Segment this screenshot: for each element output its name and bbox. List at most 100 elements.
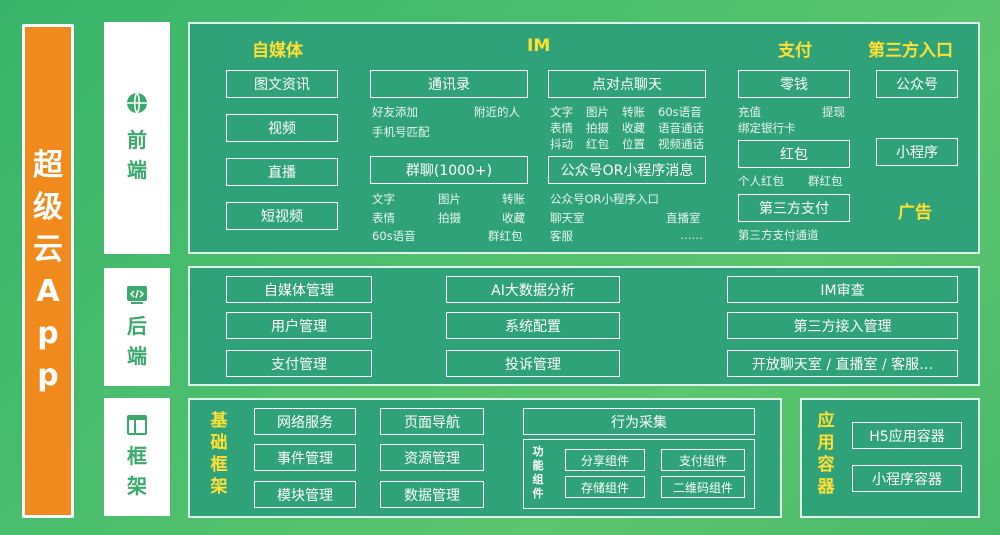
backend-item: IM审查 — [727, 276, 958, 303]
behavior-collection-box: 行为采集 — [523, 408, 755, 435]
heading-char: 用 — [817, 433, 835, 453]
im-sub: 60s语音 — [658, 105, 702, 119]
media-item-live: 直播 — [226, 158, 338, 186]
globe-icon — [127, 92, 147, 114]
media-item-video: 视频 — [226, 114, 338, 142]
banner-char: p — [37, 358, 59, 393]
framework-item: 模块管理 — [254, 481, 356, 508]
pay-sub: 第三方支付通道 — [738, 228, 819, 242]
app-title-banner: 超 级 云 A p p — [22, 24, 74, 518]
layer-label-framework: 框 架 — [104, 398, 170, 516]
heading-char: 础 — [210, 433, 228, 453]
ad-heading: 广告 — [898, 203, 932, 223]
framework-item: 数据管理 — [380, 481, 484, 508]
im-sub: 文字 — [550, 105, 573, 119]
function-components-group — [523, 439, 755, 509]
im-sub: 视频通话 — [658, 137, 704, 151]
im-heading: IM — [527, 36, 551, 56]
im-sub: 表情 — [372, 211, 395, 225]
layer-char: 后 — [127, 314, 147, 338]
label-char: 功 — [532, 445, 544, 458]
backend-item: 第三方接入管理 — [727, 312, 958, 339]
framework-item: 事件管理 — [254, 444, 356, 471]
layout-icon — [127, 415, 147, 435]
banner-char: 超 — [33, 148, 63, 183]
im-sub: 拍摄 — [438, 211, 461, 225]
backend-item: 开放聊天室 / 直播室 / 客服… — [727, 350, 958, 377]
component-pay: 支付组件 — [661, 449, 745, 471]
base-framework-heading: 基 础 框 架 — [207, 410, 231, 498]
framework-item: 网络服务 — [254, 408, 356, 435]
backend-item: 系统配置 — [446, 312, 620, 339]
layer-char: 前 — [127, 128, 147, 152]
im-sub: 聊天室 — [550, 211, 585, 225]
im-sub: 好友添加 — [372, 105, 418, 119]
frontend-panel — [188, 22, 980, 254]
layer-char: 框 — [127, 444, 147, 468]
pay-sub: 个人红包 — [738, 174, 784, 188]
im-sub: 文字 — [372, 192, 395, 206]
pay-sub: 绑定银行卡 — [738, 121, 796, 135]
pay-heading: 支付 — [778, 41, 812, 61]
layer-char: 端 — [127, 344, 147, 368]
media-item-short-video: 短视频 — [226, 202, 338, 230]
heading-char: 基 — [210, 411, 228, 431]
pay-sub: 充值 — [738, 105, 761, 119]
pay-redpacket-box: 红包 — [738, 140, 850, 168]
layer-char: 端 — [127, 158, 147, 182]
im-sub: 直播室 — [666, 211, 701, 225]
im-sub: 图片 — [586, 105, 609, 119]
app-container-panel — [800, 398, 980, 518]
third-mini-program: 小程序 — [876, 138, 958, 166]
media-item-articles: 图文资讯 — [226, 70, 338, 98]
h5-container-box: H5应用容器 — [852, 422, 962, 449]
heading-char: 应 — [817, 411, 835, 431]
layer-label-backend: 后 端 — [104, 268, 170, 386]
pay-sub: 群红包 — [808, 174, 843, 188]
im-sub: …… — [680, 228, 703, 242]
mini-program-container-box: 小程序容器 — [852, 465, 962, 492]
base-framework-panel — [188, 398, 782, 518]
heading-char: 架 — [210, 477, 228, 497]
heading-char: 容 — [817, 455, 835, 475]
backend-item: 投诉管理 — [446, 350, 620, 377]
banner-char: 级 — [33, 190, 63, 225]
third-heading: 第三方入口 — [868, 41, 953, 61]
im-sub: 公众号OR小程序入口 — [550, 192, 660, 206]
component-storage: 存储组件 — [565, 476, 645, 498]
im-sub: 语音通话 — [658, 121, 704, 135]
label-char: 组 — [532, 473, 544, 486]
label-char: 能 — [532, 459, 544, 472]
im-sub: 表情 — [550, 121, 573, 135]
heading-char: 器 — [817, 477, 835, 497]
app-container-heading: 应 用 容 器 — [814, 410, 838, 498]
third-official-account: 公众号 — [876, 70, 958, 98]
banner-char: p — [37, 316, 59, 351]
layer-label-frontend: 前 端 — [104, 22, 170, 254]
pay-third-box: 第三方支付 — [738, 194, 850, 222]
im-sub: 图片 — [438, 192, 461, 206]
im-sub: 抖动 — [550, 137, 573, 151]
banner-char: A — [36, 274, 60, 309]
im-sub: 附近的人 — [474, 105, 520, 119]
backend-item: 支付管理 — [226, 350, 372, 377]
banner-char: 云 — [33, 232, 63, 267]
code-icon — [127, 286, 147, 304]
label-char: 件 — [532, 487, 544, 500]
framework-item: 页面导航 — [380, 408, 484, 435]
im-sub: 位置 — [622, 137, 645, 151]
layer-char: 架 — [127, 474, 147, 498]
function-components-label: 功 能 组 件 — [531, 445, 545, 501]
backend-item: 自媒体管理 — [226, 276, 372, 303]
im-sub: 收藏 — [622, 121, 645, 135]
pay-change-box: 零钱 — [738, 70, 850, 98]
media-heading: 自媒体 — [252, 41, 303, 61]
backend-item: AI大数据分析 — [446, 276, 620, 303]
im-sub: 转账 — [622, 105, 645, 119]
im-sub: 群红包 — [488, 229, 523, 243]
heading-char: 框 — [210, 455, 228, 475]
component-share: 分享组件 — [565, 449, 645, 471]
backend-panel — [188, 266, 980, 386]
im-group-box: 群聊(1000+) — [370, 156, 528, 184]
im-contacts-box: 通讯录 — [370, 70, 528, 98]
